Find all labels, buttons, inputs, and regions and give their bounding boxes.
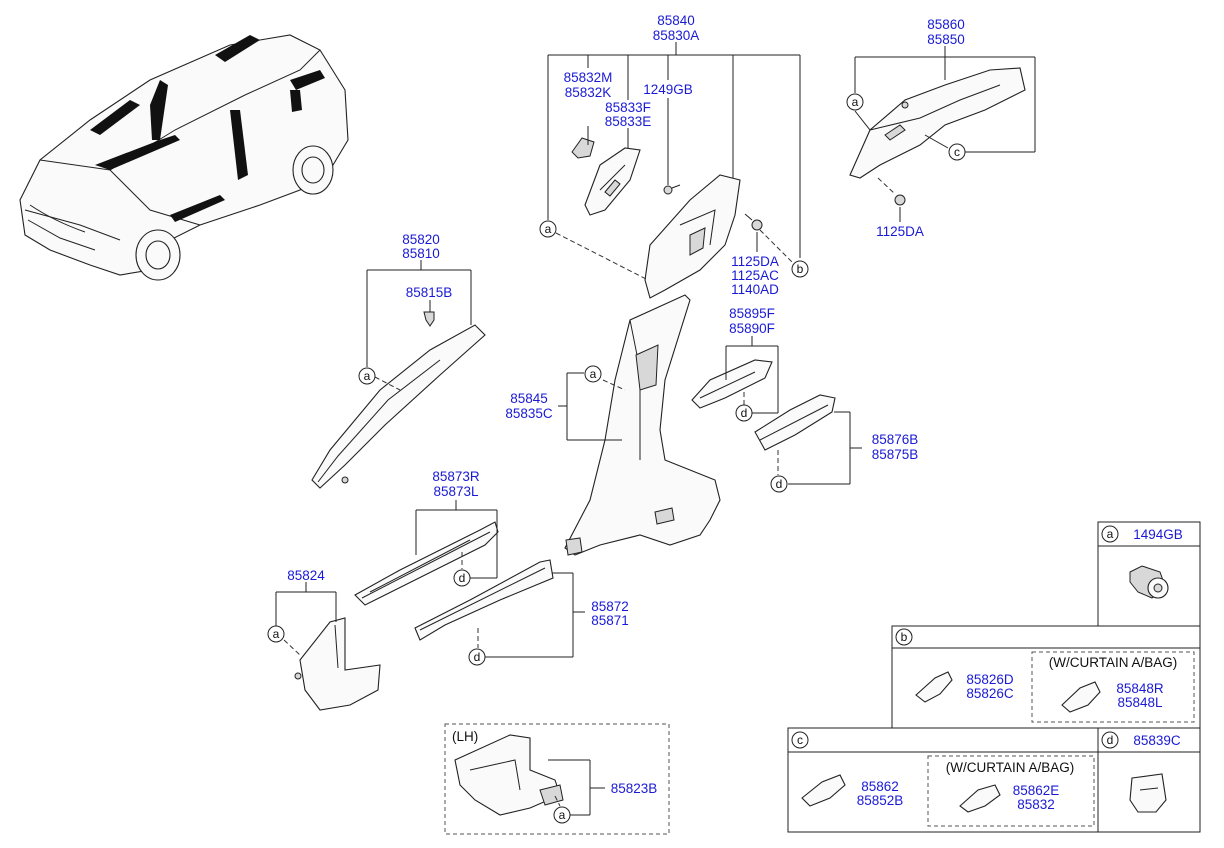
clip-85848r-illustration [1061, 681, 1101, 713]
svg-text:a: a [590, 367, 597, 381]
label-1125ac: 1125AC [731, 268, 779, 283]
svg-text:a: a [559, 808, 566, 822]
clip-85862e-illustration [959, 784, 1001, 813]
cap-85832m [571, 137, 595, 159]
label-85873r: 85873R [432, 469, 480, 484]
callout-a-85860: a [846, 93, 864, 111]
label-85845: 85845 [510, 391, 548, 406]
clip-85862-illustration [801, 774, 846, 807]
legend-callout-c: c [791, 731, 809, 749]
cowl-side-trim-85824 [294, 617, 381, 711]
label-85833e: 85833E [605, 114, 652, 129]
a-pillar-trim [311, 324, 486, 489]
label-85840: 85840 [657, 13, 695, 28]
label-85832k: 85832K [565, 85, 612, 100]
clip-1494gb-illustration [1129, 565, 1169, 599]
label-85872: 85872 [591, 599, 629, 614]
label-85850: 85850 [927, 32, 965, 47]
callout-d-85872: d [468, 648, 486, 666]
label-1125da-b: 1125DA [731, 254, 779, 269]
callout-b-85840: b [791, 260, 809, 278]
svg-text:a: a [545, 222, 552, 236]
callout-d-85895f: d [735, 404, 753, 422]
switch-85833f [584, 147, 641, 216]
legend-b-option: (W/CURTAIN A/BAG) [1049, 655, 1178, 670]
legend-c-85832: 85832 [1017, 797, 1055, 812]
callout-a-85845: a [584, 365, 602, 383]
label-85830a: 85830A [653, 28, 700, 43]
label-1249gb: 1249GB [643, 82, 693, 97]
screw-1125da [744, 213, 763, 231]
label-85820: 85820 [402, 232, 440, 247]
legend-a-1494gb: 1494GB [1133, 527, 1183, 542]
svg-text:b: b [901, 630, 908, 644]
legend-b-85826d: 85826D [966, 672, 1014, 687]
legend-b-85848l: 85848L [1117, 695, 1163, 710]
label-85876b: 85876B [872, 432, 919, 447]
callout-a-85820: a [358, 367, 376, 385]
clip-85826d-illustration [915, 671, 953, 703]
legend-c-85852b: 85852B [857, 793, 904, 808]
label-1125da-c: 1125DA [876, 224, 924, 239]
svg-text:a: a [364, 369, 371, 383]
screw-1249gb [663, 184, 681, 195]
svg-text:b: b [797, 262, 804, 276]
door-scuff-85873r [354, 521, 499, 606]
svg-text:d: d [459, 571, 466, 585]
scuff-trim-85876b [754, 394, 836, 451]
legend-table [787, 521, 1201, 833]
label-85895f: 85895F [729, 306, 775, 321]
callout-a-85840: a [539, 220, 557, 238]
callout-d-85873r: d [453, 569, 471, 587]
svg-text:d: d [474, 650, 481, 664]
b-pillar-lower-trim [564, 294, 721, 556]
legend-b-85826c: 85826C [966, 686, 1014, 701]
callout-a-85823b: a [553, 806, 571, 824]
legend-callout-b: b [895, 628, 913, 646]
c-pillar-trim [849, 67, 1026, 179]
svg-text:a: a [1107, 527, 1114, 541]
legend-d-85839c: 85839C [1133, 733, 1181, 748]
label-85860: 85860 [927, 17, 965, 32]
label-85824: 85824 [287, 568, 325, 583]
svg-text:d: d [741, 406, 748, 420]
lh-inset-box [444, 723, 670, 835]
label-85823b: 85823B [611, 781, 658, 796]
label-85833f: 85833F [605, 100, 651, 115]
svg-text:a: a [852, 95, 859, 109]
svg-text:d: d [776, 477, 783, 491]
label-85810: 85810 [402, 246, 440, 261]
label-85890f: 85890F [729, 321, 775, 336]
vehicle-illustration [19, 34, 349, 281]
label-lh: (LH) [452, 729, 478, 744]
clip-85815b [423, 311, 435, 327]
legend-callout-a: a [1101, 525, 1119, 543]
callout-a-85824: a [267, 625, 285, 643]
svg-text:c: c [797, 733, 803, 747]
screw-1125da-c [894, 194, 906, 206]
side-sill-trim-85872 [414, 559, 554, 641]
b-pillar-cover-85895f [691, 359, 773, 409]
label-85815b: 85815B [406, 285, 453, 300]
clip-85839c-illustration [1129, 773, 1167, 813]
svg-text:d: d [1107, 733, 1114, 747]
label-85835c: 85835C [505, 406, 553, 421]
label-85871: 85871 [591, 613, 629, 628]
legend-callout-d: d [1101, 731, 1119, 749]
bracket-85823b [454, 734, 564, 816]
legend-c-85862e: 85862E [1013, 783, 1060, 798]
label-85832m: 85832M [564, 70, 613, 85]
label-1140ad: 1140AD [731, 282, 779, 297]
svg-text:a: a [273, 627, 280, 641]
callout-c-85860: c [948, 143, 966, 161]
legend-c-option: (W/CURTAIN A/BAG) [946, 760, 1075, 775]
svg-text:c: c [954, 145, 960, 159]
legend-b-85848r: 85848R [1116, 681, 1164, 696]
legend-c-85862: 85862 [861, 779, 899, 794]
label-85875b: 85875B [872, 447, 919, 462]
label-85873l: 85873L [433, 484, 479, 499]
callout-d-85876b: d [770, 475, 788, 493]
b-pillar-upper-trim [644, 174, 741, 299]
